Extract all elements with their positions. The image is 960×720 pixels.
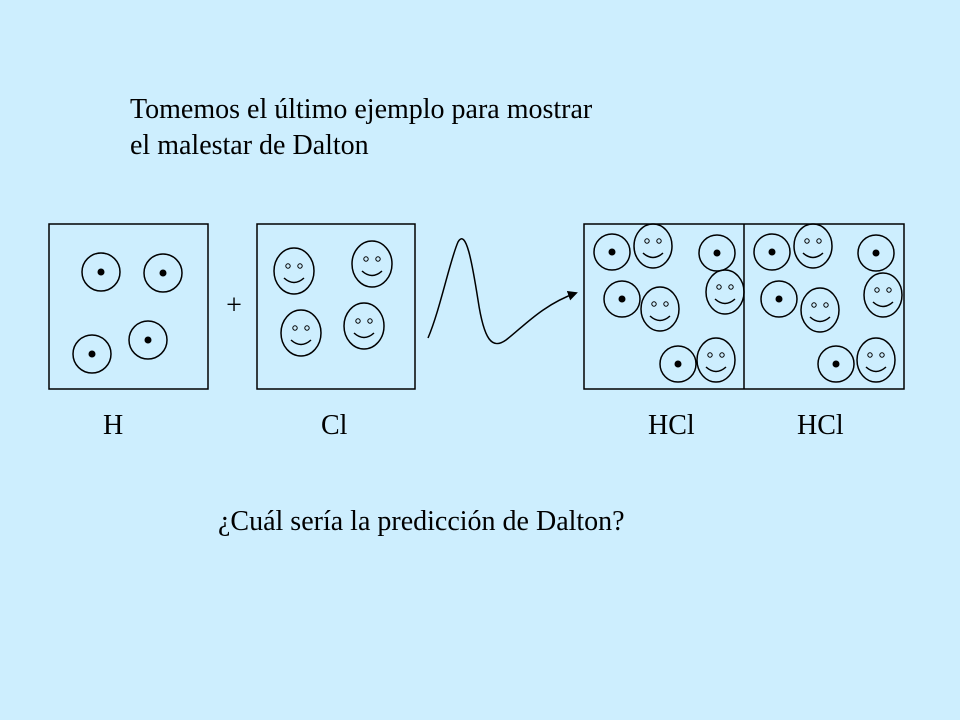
hydrogen-box-frame [48,223,209,390]
h-atom [72,334,112,374]
cl-atom [343,302,385,350]
reaction-arrow [427,238,578,345]
hydrogen-box [48,223,209,390]
h-atom [143,253,183,293]
cl-atom [351,240,393,288]
hcl-molecule [857,234,903,318]
label-cl: Cl [321,410,348,441]
label-hcl-left: HCl [648,410,695,441]
hcl-molecule [753,223,833,271]
label-h: H [103,410,124,441]
cl-atom [280,309,322,357]
heading-line-2: el malestar de Dalton [130,130,369,161]
product-box [583,223,905,390]
hcl-molecule [698,234,745,315]
chlorine-box [256,223,416,390]
h-atom [128,320,168,360]
heading-line-1: Tomemos el último ejemplo para mostrar [130,94,593,125]
hcl-molecule [593,223,673,271]
h-atom [81,252,121,292]
hcl-molecule [659,337,736,383]
label-hcl-right: HCl [797,410,844,441]
hcl-molecule [760,280,840,333]
cl-atom [273,247,315,295]
heading: Tomemos el último ejemplo para mostrar e… [130,92,592,164]
hcl-molecule [817,337,896,383]
question-text: ¿Cuál sería la predicción de Dalton? [218,506,625,537]
plus-sign: + [226,290,242,321]
chlorine-box-frame [256,223,416,390]
hcl-molecule [603,280,680,332]
